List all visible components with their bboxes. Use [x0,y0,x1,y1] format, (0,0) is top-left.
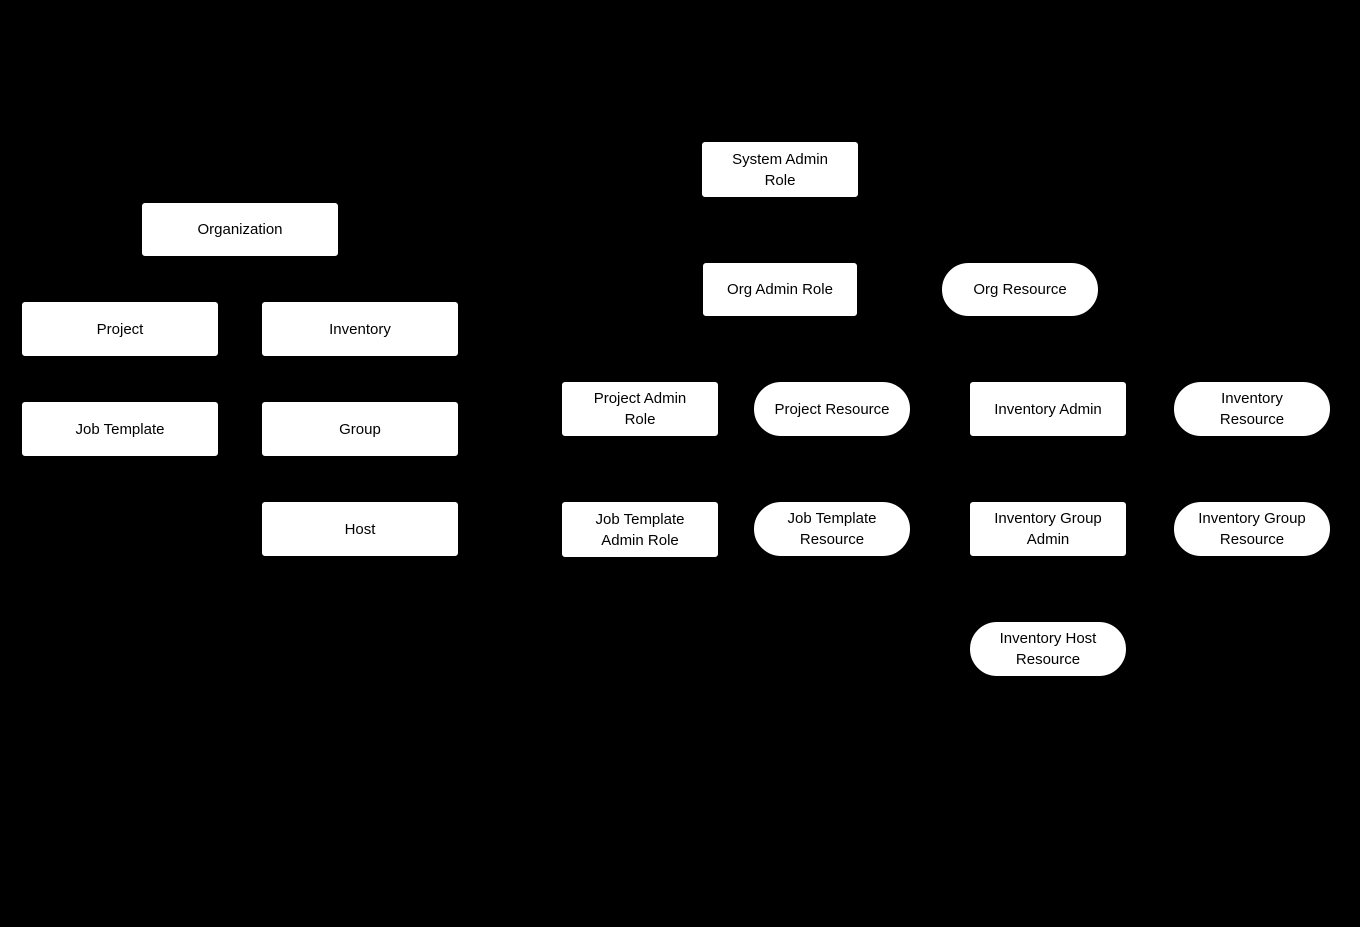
node-inventory-host-resource: Inventory Host Resource [969,621,1127,677]
node-inventory-label: Inventory [329,320,391,338]
node-inventory-host-resource-label: Inventory Host Resource [999,630,1097,668]
node-inventory-group-admin: Inventory Group Admin [969,501,1127,557]
node-job-template-resource: Job Template Resource [753,501,911,557]
node-inventory-admin: Inventory Admin [969,381,1127,437]
node-inventory-resource-label: Inventory Resource [1219,390,1285,428]
node-group-label: Group [339,420,381,438]
node-job-template-resource-label: Job Template Resource [787,510,877,548]
node-project: Project [21,301,219,357]
node-organization: Organization [141,202,339,257]
node-project-resource: Project Resource [753,381,911,437]
node-inventory-group-resource: Inventory Group Resource [1173,501,1331,557]
node-job-template-admin-role-label: Job Template Admin Role [595,510,685,549]
node-host: Host [261,501,459,557]
node-project-label: Project [96,320,144,338]
node-inventory-resource: Inventory Resource [1173,381,1331,437]
node-job-template-label: Job Template [75,420,165,438]
node-org-resource-label: Org Resource [973,281,1067,298]
node-group: Group [261,401,459,457]
node-inventory-admin-label: Inventory Admin [994,400,1102,418]
node-inventory-group-resource-label: Inventory Group Resource [1198,510,1306,548]
node-system-admin-role: System Admin Role [701,141,859,198]
node-inventory-group-admin-label: Inventory Group Admin [994,510,1102,548]
node-org-resource: Org Resource [941,262,1099,317]
node-organization-label: Organization [197,221,283,238]
node-project-admin-role-label: Project Admin Role [593,390,687,428]
node-system-admin-role-label: System Admin Role [732,150,828,189]
node-inventory: Inventory [261,301,459,357]
node-org-admin-role: Org Admin Role [702,262,858,317]
node-job-template-admin-role: Job Template Admin Role [561,501,719,558]
node-project-admin-role: Project Admin Role [561,381,719,437]
node-project-resource-label: Project Resource [774,400,890,418]
node-host-label: Host [344,520,376,538]
node-job-template: Job Template [21,401,219,457]
node-org-admin-role-label: Org Admin Role [727,281,833,298]
